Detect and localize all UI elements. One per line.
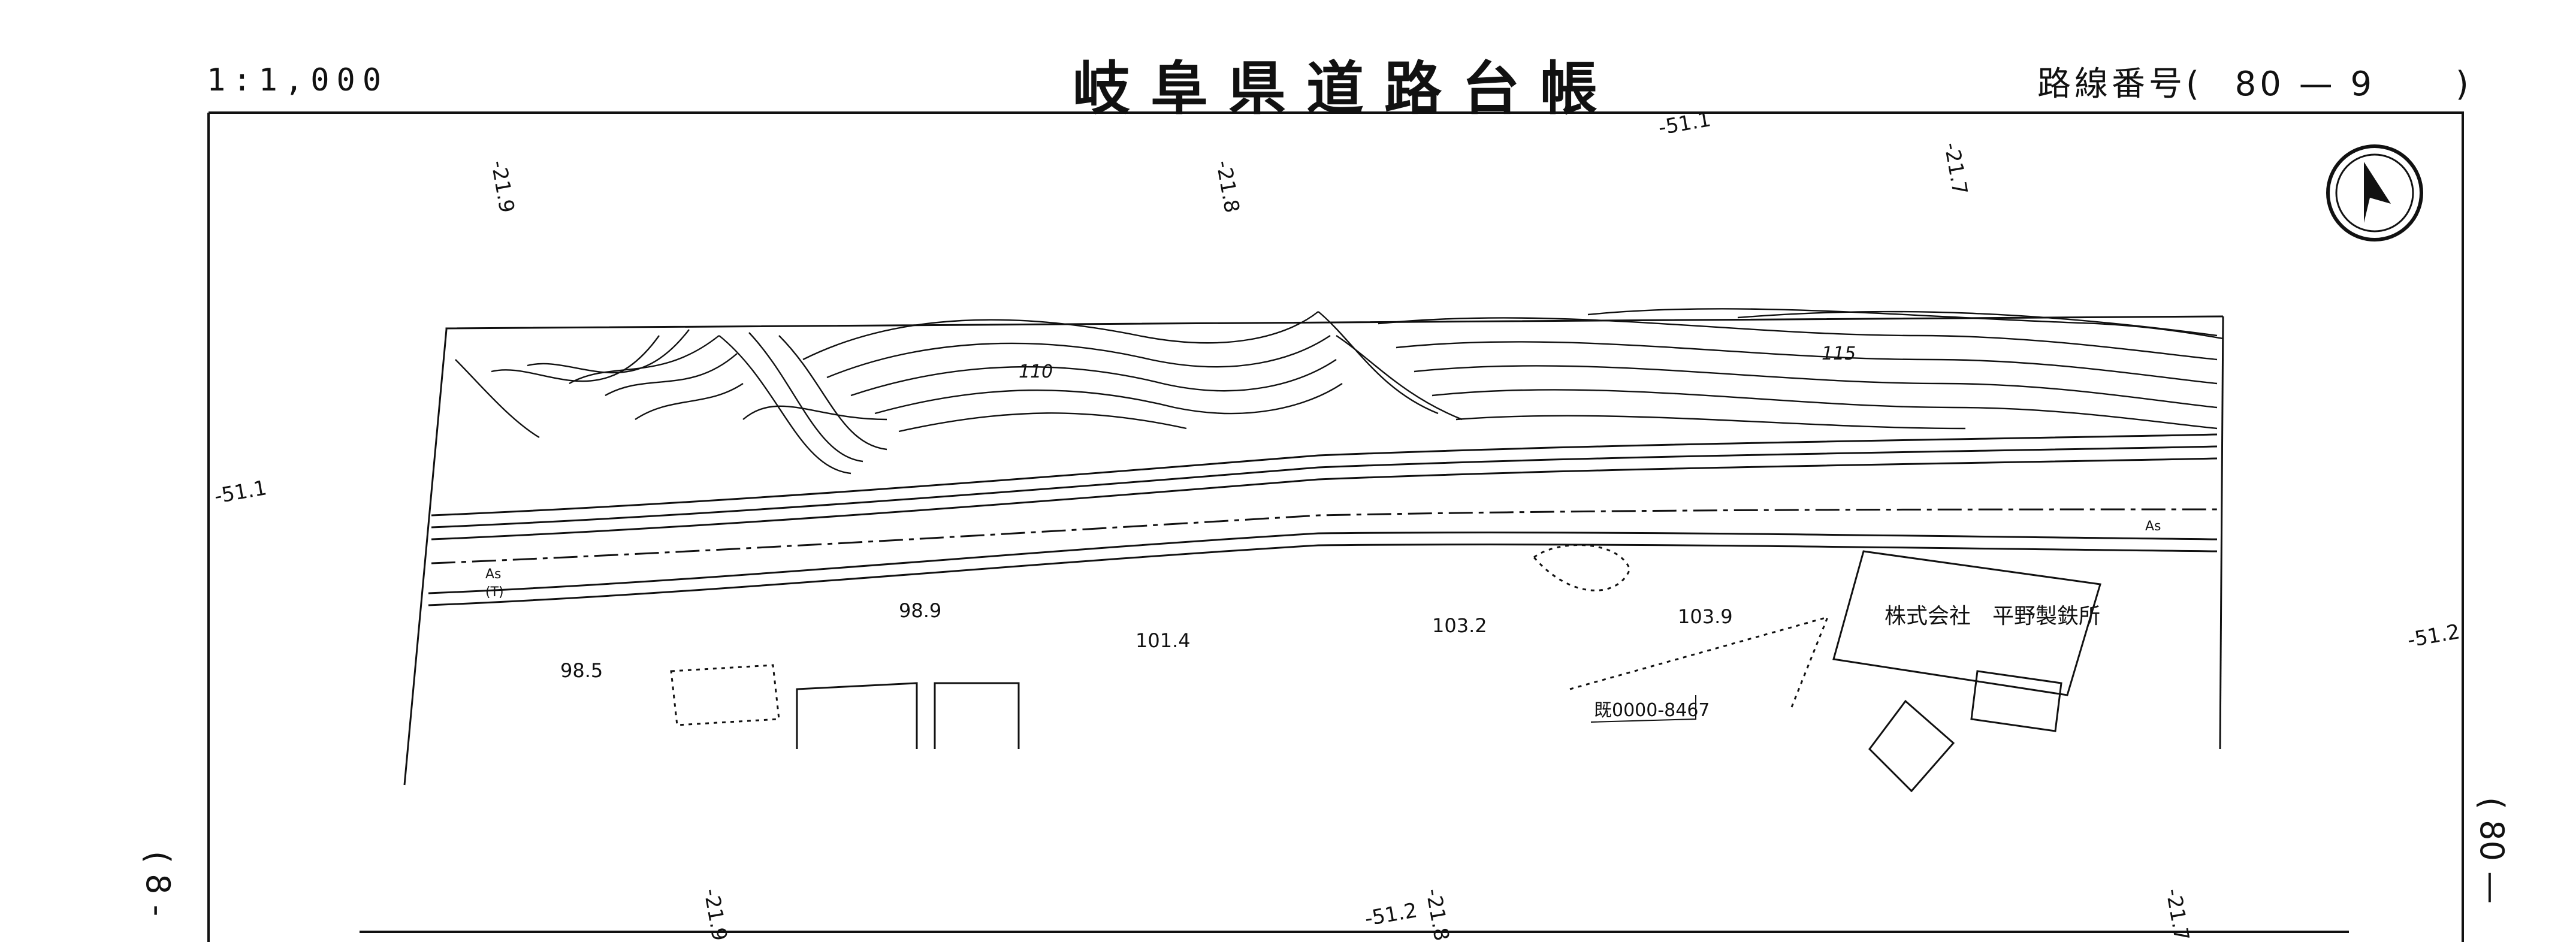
grid-label: -21.9 [699, 887, 732, 942]
north-arrow-icon [2326, 144, 2423, 241]
route-number-label: 路線番号( [2037, 65, 2203, 104]
grid-label: -51.2 [2406, 620, 2462, 653]
map-frame [207, 111, 2464, 942]
contour-lines [455, 308, 2224, 475]
contour-label: 115 [1822, 343, 1856, 364]
grid-labels: -21.9 -21.8 -51.1 -21.7 -51.1 -51.2 -21.… [213, 107, 2462, 942]
grid-label: -21.8 [1421, 887, 1454, 942]
elevation-label: 98.9 [899, 599, 941, 622]
grid-label: -21.7 [1939, 141, 1972, 197]
grid-label: -21.9 [486, 159, 519, 215]
route-number-close: ) [2455, 65, 2472, 104]
contour-label: 110 [1019, 361, 1053, 382]
spot-elevations: 98.9 98.5 101.4 103.2 103.9 [560, 599, 1733, 682]
page-title: 岐阜県道路台帳 [1073, 55, 1618, 122]
survey-area-border [403, 315, 2224, 786]
building-name: 株式会社 平野製鉄所 [1885, 604, 2100, 629]
grid-label: -51.1 [213, 476, 269, 509]
route-number-value: 80 — 9 [2234, 65, 2376, 104]
survey-marker: 既0000-8467 [1594, 700, 1710, 721]
side-label-right: ( 80 — [2473, 797, 2511, 904]
buildings [670, 544, 2101, 793]
grid-label: -21.7 [2161, 887, 2194, 942]
elevation-label: 101.4 [1136, 629, 1191, 652]
grid-label: -21.8 [1211, 159, 1244, 215]
elevation-label: 103.2 [1432, 614, 1487, 637]
contour-labels: 110 115 [1019, 343, 1856, 382]
side-label-left: ( 8 - [139, 851, 177, 917]
elevation-label: 98.5 [560, 659, 603, 682]
road-mark: As [2145, 519, 2161, 534]
elevation-label: 103.9 [1678, 605, 1733, 628]
survey-marker-underline [1590, 695, 1696, 723]
map-scale: 1:1,000 [207, 62, 389, 98]
road-markings: As As (T) [485, 519, 2161, 600]
road-mark: (T) [485, 585, 504, 600]
grid-label: -51.2 [1363, 898, 1420, 931]
road [428, 433, 2218, 606]
road-mark: As [485, 567, 502, 582]
route-number: 路線番号( 80 — 9 ) [2037, 57, 2472, 105]
